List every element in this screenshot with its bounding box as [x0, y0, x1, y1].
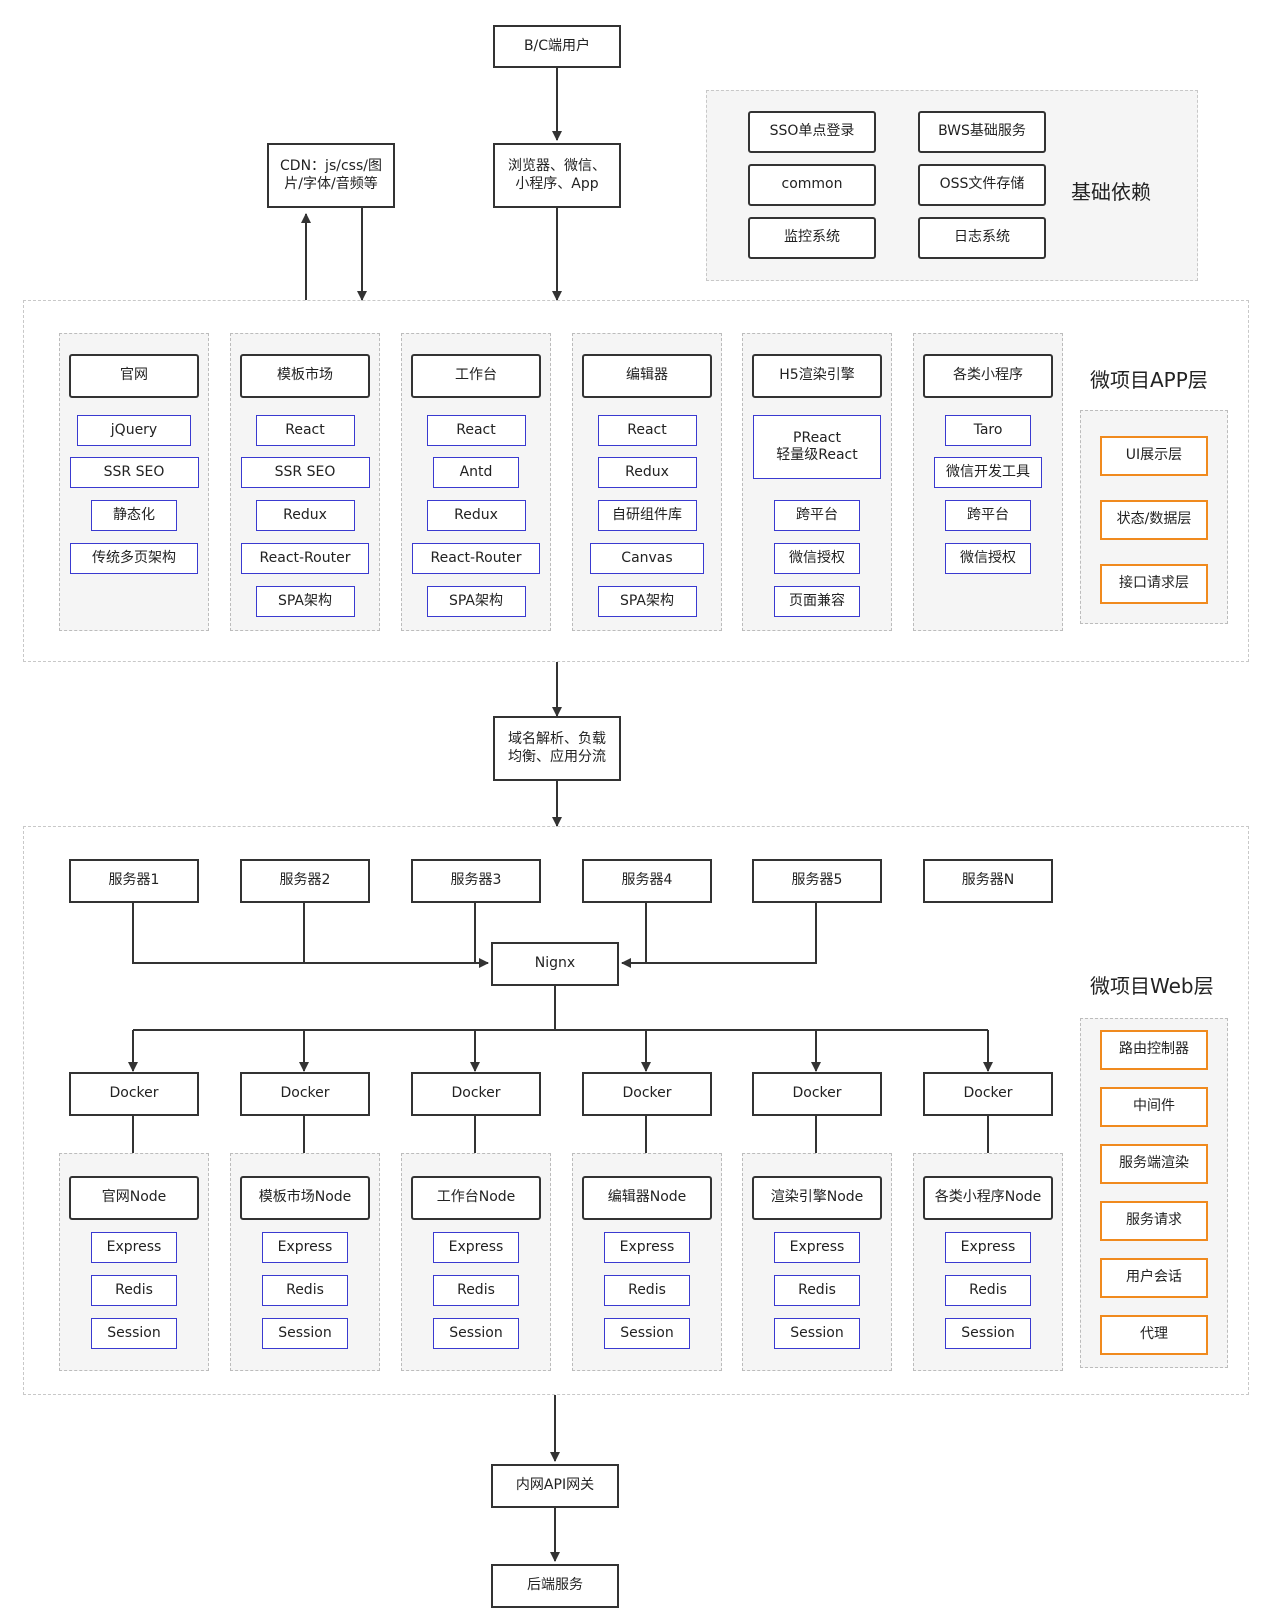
app-tech-item: SSR SEO	[240, 457, 370, 488]
app-head-mini-programs: 各类小程序	[923, 354, 1053, 398]
app-layer-region	[23, 300, 1249, 662]
app-tech-item: 微信授权	[945, 543, 1031, 574]
app-tech-item: 页面兼容	[774, 586, 860, 617]
server-4: 服务器4	[582, 859, 712, 903]
docker-1: Docker	[69, 1072, 199, 1116]
app-tech-item: 传统多页架构	[70, 543, 198, 574]
node-tech-item: Redis	[604, 1275, 690, 1306]
node-tech-item: Express	[262, 1232, 348, 1263]
app-tech-item: Redux	[426, 500, 526, 531]
legend-session: 用户会话	[1100, 1258, 1208, 1298]
legend-ssr: 服务端渲染	[1100, 1144, 1208, 1184]
web-legend-panel	[1080, 1018, 1228, 1368]
app-tech-item: Redux	[597, 457, 697, 488]
app-tech-item: SPA架构	[255, 586, 355, 617]
node-head-editor: 编辑器Node	[582, 1176, 712, 1220]
node-tech-item: Session	[262, 1318, 348, 1349]
app-tech-item: Antd	[433, 457, 519, 488]
legend-service-request: 服务请求	[1100, 1201, 1208, 1241]
node-head-template-market: 模板市场Node	[240, 1176, 370, 1220]
node-tech-item: Redis	[91, 1275, 177, 1306]
app-tech-item: SSR SEO	[69, 457, 199, 488]
legend-proxy: 代理	[1100, 1315, 1208, 1355]
app-head-template-market: 模板市场	[240, 354, 370, 398]
node-tech-item: Redis	[262, 1275, 348, 1306]
node-tech-item: Session	[433, 1318, 519, 1349]
app-tech-item: Canvas	[590, 543, 704, 574]
node-tech-item: Session	[604, 1318, 690, 1349]
backend-node: 后端服务	[491, 1564, 619, 1608]
app-tech-item: SPA架构	[426, 586, 526, 617]
app-tech-item: React	[426, 415, 526, 446]
node-tech-item: Express	[604, 1232, 690, 1263]
server-1: 服务器1	[69, 859, 199, 903]
base-deps-title: 基础依赖	[1071, 180, 1151, 204]
app-tech-item: jQuery	[77, 415, 191, 446]
app-tech-item: 自研组件库	[597, 500, 697, 531]
app-tech-item: Redux	[255, 500, 355, 531]
app-tech-item: Taro	[945, 415, 1031, 446]
docker-4: Docker	[582, 1072, 712, 1116]
base-dep-oss: OSS文件存储	[918, 164, 1046, 206]
app-tech-item: 跨平台	[774, 500, 860, 531]
node-tech-item: Redis	[774, 1275, 860, 1306]
node-head-mini-programs: 各类小程序Node	[923, 1176, 1053, 1220]
app-head-workbench: 工作台	[411, 354, 541, 398]
app-tech-item: PReact 轻量级React	[753, 415, 881, 479]
server-6: 服务器N	[923, 859, 1053, 903]
legend-ui-layer: UI展示层	[1100, 436, 1208, 476]
web-layer-title: 微项目Web层	[1090, 974, 1214, 998]
app-tech-item: 静态化	[91, 500, 177, 531]
app-tech-item: React-Router	[241, 543, 369, 574]
legend-middleware: 中间件	[1100, 1087, 1208, 1127]
web-layer-region	[23, 826, 1249, 1395]
app-tech-item: React	[597, 415, 697, 446]
server-2: 服务器2	[240, 859, 370, 903]
node-tech-item: Session	[945, 1318, 1031, 1349]
dns-node: 域名解析、负载 均衡、应用分流	[493, 716, 621, 781]
docker-5: Docker	[752, 1072, 882, 1116]
node-tech-item: Redis	[945, 1275, 1031, 1306]
node-tech-item: Session	[91, 1318, 177, 1349]
server-3: 服务器3	[411, 859, 541, 903]
app-head-editor: 编辑器	[582, 354, 712, 398]
docker-6: Docker	[923, 1072, 1053, 1116]
docker-2: Docker	[240, 1072, 370, 1116]
node-tech-item: Express	[433, 1232, 519, 1263]
cdn-node: CDN：js/css/图 片/字体/音频等	[267, 143, 395, 208]
client-node: 浏览器、微信、 小程序、App	[493, 143, 621, 208]
app-tech-item: 跨平台	[945, 500, 1031, 531]
app-tech-item: React-Router	[412, 543, 540, 574]
base-dep-monitor: 监控系统	[748, 217, 876, 259]
app-layer-title: 微项目APP层	[1090, 368, 1208, 392]
node-tech-item: Express	[945, 1232, 1031, 1263]
base-dep-common: common	[748, 164, 876, 206]
node-tech-item: Express	[774, 1232, 860, 1263]
legend-api-layer: 接口请求层	[1100, 564, 1208, 604]
nginx-node: Nignx	[491, 942, 619, 986]
node-head-workbench: 工作台Node	[411, 1176, 541, 1220]
api-gateway-node: 内网API网关	[491, 1464, 619, 1508]
app-tech-item: SPA架构	[597, 586, 697, 617]
app-tech-item: 微信开发工具	[934, 457, 1042, 488]
base-dep-log: 日志系统	[918, 217, 1046, 259]
node-tech-item: Redis	[433, 1275, 519, 1306]
app-tech-item: React	[255, 415, 355, 446]
server-5: 服务器5	[752, 859, 882, 903]
docker-3: Docker	[411, 1072, 541, 1116]
legend-router: 路由控制器	[1100, 1030, 1208, 1070]
node-head-render-engine: 渲染引擎Node	[752, 1176, 882, 1220]
app-tech-item: 微信授权	[774, 543, 860, 574]
user-node: B/C端用户	[493, 25, 621, 68]
app-head-h5-engine: H5渲染引擎	[752, 354, 882, 398]
node-tech-item: Session	[774, 1318, 860, 1349]
node-head-official-site: 官网Node	[69, 1176, 199, 1220]
legend-state-layer: 状态/数据层	[1100, 500, 1208, 540]
node-tech-item: Express	[91, 1232, 177, 1263]
app-head-official-site: 官网	[69, 354, 199, 398]
base-dep-sso: SSO单点登录	[748, 111, 876, 153]
base-dep-bws: BWS基础服务	[918, 111, 1046, 153]
